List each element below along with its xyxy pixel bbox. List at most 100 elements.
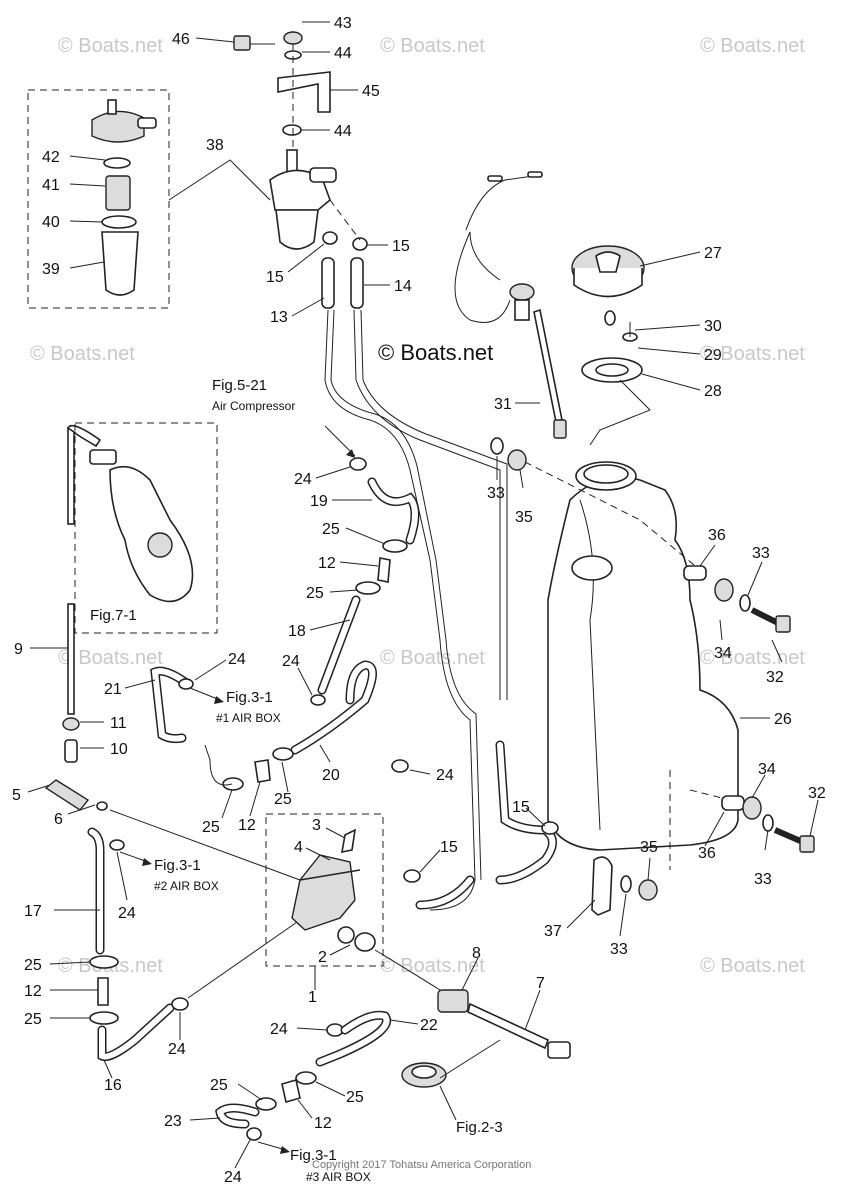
hose-14-part	[350, 257, 364, 309]
grommet-part	[507, 449, 527, 471]
hose-13-part	[321, 257, 335, 309]
callout: 15	[266, 269, 284, 286]
ref-fig-2-3: Fig.2-3	[456, 1119, 503, 1136]
callout: 32	[808, 785, 826, 802]
collar-part	[721, 795, 745, 811]
check-valve-part	[377, 557, 391, 583]
clamp-part	[541, 821, 559, 835]
callout: 38	[206, 137, 224, 154]
callout: 34	[714, 645, 732, 662]
callout: 25	[24, 1011, 42, 1028]
clamp-part	[349, 457, 367, 471]
callout: 33	[754, 871, 772, 888]
reference-arrows	[119, 425, 356, 1154]
ref-fig-7-1: Fig.7-1	[90, 607, 137, 624]
chain-link-part	[604, 310, 616, 326]
callout: 12	[238, 817, 256, 834]
watermark: © Boats.net	[380, 647, 485, 669]
grommet-part	[714, 578, 734, 602]
clamp-part	[355, 581, 381, 595]
callout: 24	[294, 471, 312, 488]
grommet-part	[742, 796, 762, 820]
callout: 8	[472, 945, 481, 962]
callout: 36	[708, 527, 726, 544]
clamp-part	[322, 231, 338, 245]
ref-air-compressor: Air Compressor	[212, 399, 295, 413]
clamp-part	[109, 839, 125, 851]
clamp-part	[89, 955, 119, 969]
bushing-part	[437, 989, 469, 1013]
clamp-part	[352, 237, 368, 251]
ref-air-box-2: #2 AIR BOX	[154, 879, 219, 893]
callout: 29	[704, 347, 722, 364]
callout: 13	[270, 309, 288, 326]
linkage-parts	[44, 422, 301, 881]
callout: 16	[104, 1077, 122, 1094]
rod-part	[67, 603, 75, 715]
clamp-part	[171, 997, 189, 1011]
seal-ring-part	[101, 215, 137, 229]
callout: 25	[274, 791, 292, 808]
clamp-part	[178, 678, 194, 690]
ref-fig-3-1-b: Fig.3-1	[154, 857, 201, 874]
callout: 24	[168, 1041, 186, 1058]
callout: 44	[334, 45, 352, 62]
callout: 3	[312, 817, 321, 834]
callout: 15	[440, 839, 458, 856]
check-valve-part	[281, 1078, 301, 1104]
filter-element-part	[105, 175, 131, 211]
callout: 14	[394, 278, 412, 295]
callout: 27	[704, 245, 722, 262]
lower-hoses	[215, 1010, 391, 1141]
nut-part	[283, 31, 303, 45]
washer-part	[282, 124, 302, 136]
watermark: © Boats.net	[58, 35, 163, 57]
ref-fig-5-21: Fig.5-21	[212, 377, 267, 394]
pin-part	[44, 779, 90, 811]
callout: 24	[436, 767, 454, 784]
spring-part	[341, 828, 357, 854]
sleeve-part	[64, 739, 78, 763]
fuel-filter-assembly	[233, 31, 368, 309]
callout: 15	[392, 238, 410, 255]
bracket-part	[277, 71, 331, 113]
clamp-part	[295, 1071, 317, 1085]
callout: 30	[704, 318, 722, 335]
clamp-part	[310, 694, 326, 706]
callout: 2	[318, 949, 327, 966]
callout: 24	[228, 651, 246, 668]
callout: 21	[104, 681, 122, 698]
watermark: © Boats.net	[58, 647, 163, 669]
fuel-hoses	[324, 309, 559, 911]
o-ring-part	[354, 932, 376, 952]
callout: 15	[512, 799, 530, 816]
callout: 23	[164, 1113, 182, 1130]
gauge-opening-part	[571, 555, 613, 581]
nut-part	[62, 717, 80, 731]
callout: 25	[24, 957, 42, 974]
callout: 12	[318, 555, 336, 572]
bolt-part	[773, 827, 815, 853]
callout: 24	[270, 1021, 288, 1038]
pump-frame	[265, 813, 384, 967]
callout: 24	[282, 653, 300, 670]
callout: 18	[288, 623, 306, 640]
watermark: © Boats.net	[30, 343, 135, 365]
watermark: © Boats.net	[700, 35, 805, 57]
copyright: Copyright 2017 Tohatsu America Corporati…	[312, 1159, 531, 1171]
callout: 31	[494, 396, 512, 413]
callout: 4	[294, 839, 303, 856]
callout: 10	[110, 741, 128, 758]
clamp-part	[403, 869, 421, 883]
clip-bracket-part	[591, 856, 613, 916]
callout: 33	[487, 485, 505, 502]
callout: 12	[314, 1115, 332, 1132]
shaft-end-part	[547, 1041, 571, 1059]
fuel-pump-assembly	[265, 813, 441, 991]
reference-labels: Fig.5-21 Air Compressor Fig.7-1 Fig.3-1 …	[90, 377, 503, 1184]
watermark: © Boats.net	[380, 955, 485, 977]
gear-part	[401, 1062, 447, 1088]
callout: 24	[224, 1169, 242, 1186]
watermark: © Boats.net	[700, 343, 805, 365]
